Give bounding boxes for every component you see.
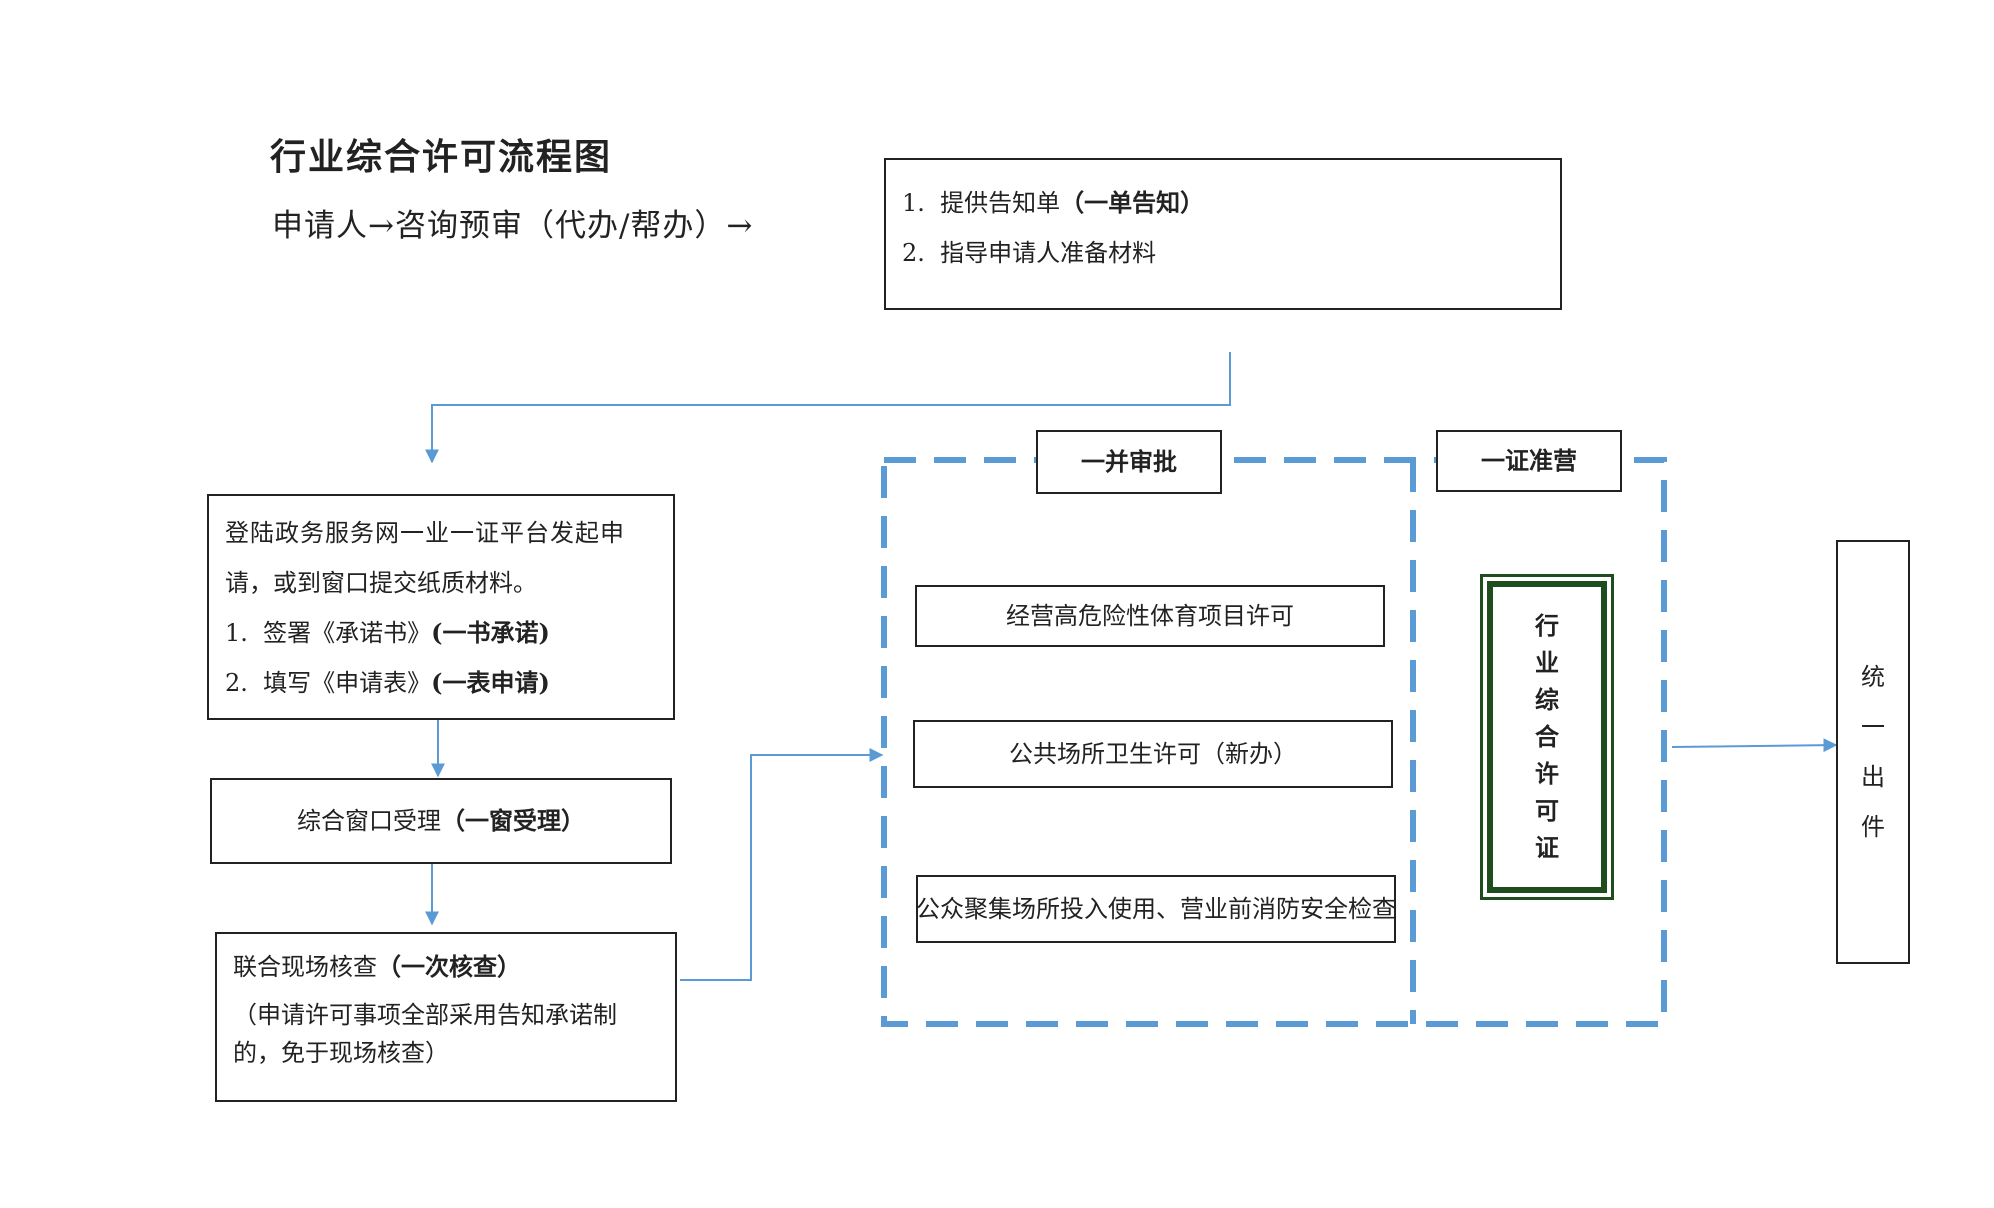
license-char: 行 [1535,611,1559,640]
apply-box: 登陆政务服务网一业一证平台发起申 请，或到窗口提交纸质材料。 1. 签署《承诺书… [207,494,675,720]
consult-item-2: 2. 指导申请人准备材料 [902,239,1157,267]
inspect-title: 联合现场核查（一次核查） [233,952,521,981]
consult-item-1: 1. 提供告知单（一单告知） [902,188,1205,217]
inspect-box: 联合现场核查（一次核查） （申请许可事项全部采用告知承诺制 的，免于现场核查） [215,932,677,1102]
permit-item: 公众聚集场所投入使用、营业前消防安全检查 [916,875,1396,943]
output-box: 统 一 出 件 [1836,540,1910,964]
arrow-inspect-to-approval [680,748,884,981]
permit-item: 公共场所卫生许可（新办） [913,720,1393,788]
inspect-note-1: （申请许可事项全部采用告知承诺制 [233,1001,617,1029]
license-char: 证 [1535,833,1559,862]
license-label: 一证准营 [1436,430,1622,492]
flow-subtitle: 申请人→咨询预审（代办/帮办）→ [272,208,754,244]
license-char: 业 [1535,648,1559,677]
apply-item-2: 2. 填写《申请表》(一表申请) [225,668,550,697]
license-char: 许 [1535,759,1559,788]
arrow-region-to-output [1671,738,1838,753]
output-char: 一 [1861,713,1885,741]
apply-line-1: 登陆政务服务网一业一证平台发起申 [225,519,625,547]
output-char: 出 [1861,763,1885,791]
license-certificate-inner: 行 业 综 合 许 可 证 [1487,581,1607,893]
apply-line-2: 请，或到窗口提交纸质材料。 [225,569,537,597]
license-char: 综 [1535,685,1559,714]
window-box: 综合窗口受理（一窗受理） [210,778,672,864]
page-title: 行业综合许可流程图 [270,137,613,178]
license-char: 可 [1535,796,1559,825]
consult-box: 1. 提供告知单（一单告知） 2. 指导申请人准备材料 [884,158,1562,310]
license-char: 合 [1535,722,1559,751]
dashed-region [881,457,1667,1027]
approve-label: 一并审批 [1036,430,1222,494]
output-char: 统 [1861,663,1885,691]
apply-item-1: 1. 签署《承诺书》(一书承诺) [225,618,550,647]
arrow-consult-to-apply [425,352,1231,464]
license-certificate: 行 业 综 合 许 可 证 [1480,574,1614,900]
output-char: 件 [1861,813,1885,841]
inspect-note-2: 的，免于现场核查） [233,1039,449,1067]
permit-item: 经营高危险性体育项目许可 [915,585,1385,647]
